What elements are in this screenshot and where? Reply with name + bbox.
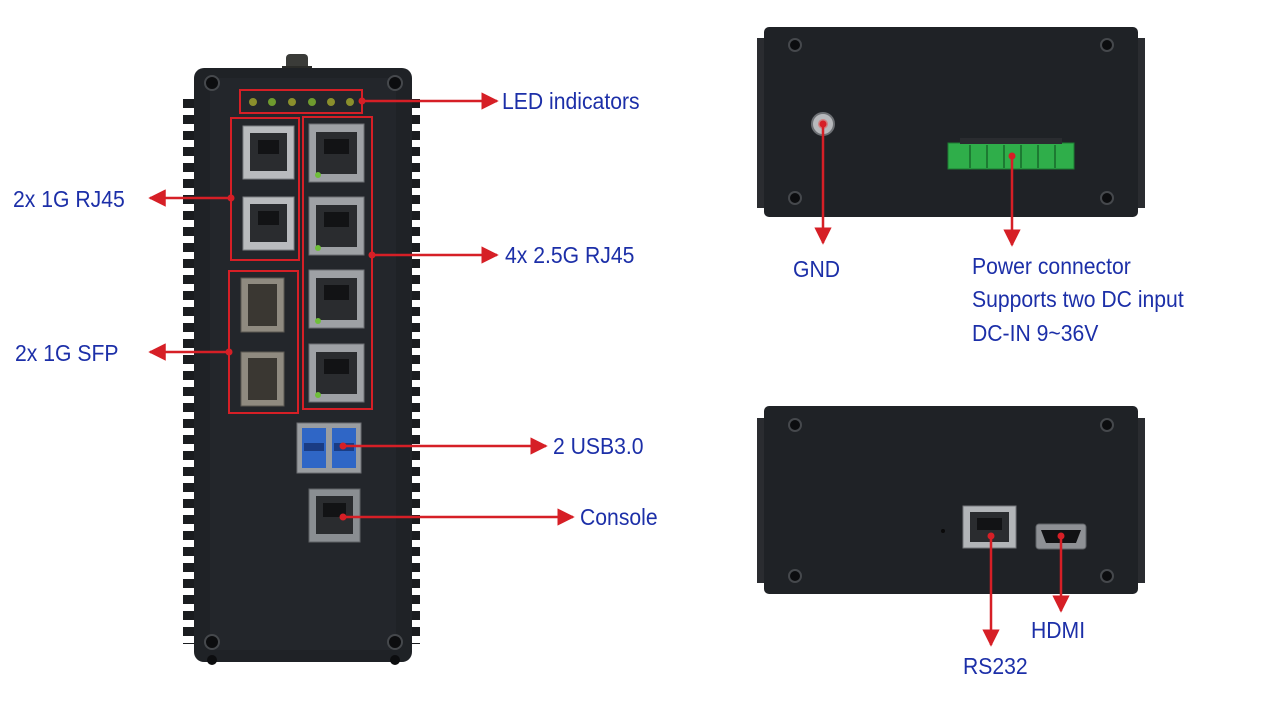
led-indicators-label: LED indicators — [502, 88, 640, 114]
gnd-label: GND — [793, 256, 841, 282]
usb-ports — [296, 422, 362, 474]
hdmi-label: HDMI — [1031, 617, 1086, 643]
led-row — [249, 98, 354, 106]
rj45-25g-label: 4x 2.5G RJ45 — [505, 242, 635, 268]
front-device — [183, 54, 420, 665]
rs232-label: RS232 — [963, 653, 1028, 679]
callout-arrows — [148, 92, 1070, 647]
rs232-port — [962, 505, 1017, 549]
rj45-25g-callout-box — [302, 116, 373, 410]
power-dc-input-label: Supports two DC input — [972, 286, 1184, 312]
rear-panel-chassis — [764, 406, 1138, 594]
rj45-25g-ports — [308, 123, 365, 403]
sfp-ports — [240, 277, 285, 407]
screw-icon — [387, 634, 403, 650]
rj45-1g-label: 2x 1G RJ45 — [13, 186, 125, 212]
screw-icon — [387, 75, 403, 91]
usb-label: 2 USB3.0 — [553, 433, 644, 459]
top-panel-device — [757, 27, 1145, 217]
rear-panel-device — [757, 406, 1145, 594]
sfp-label: 2x 1G SFP — [15, 340, 119, 366]
console-port — [308, 488, 361, 543]
rj45-1g-callout-box — [230, 117, 300, 261]
sfp-callout-box — [228, 270, 299, 414]
power-voltage-label: DC-IN 9~36V — [972, 320, 1099, 346]
screw-icon — [204, 634, 220, 650]
screw-icon — [204, 75, 220, 91]
power-connector-label: Power connector — [972, 253, 1131, 279]
rj45-1g-ports — [242, 125, 295, 251]
console-label: Console — [580, 504, 658, 530]
